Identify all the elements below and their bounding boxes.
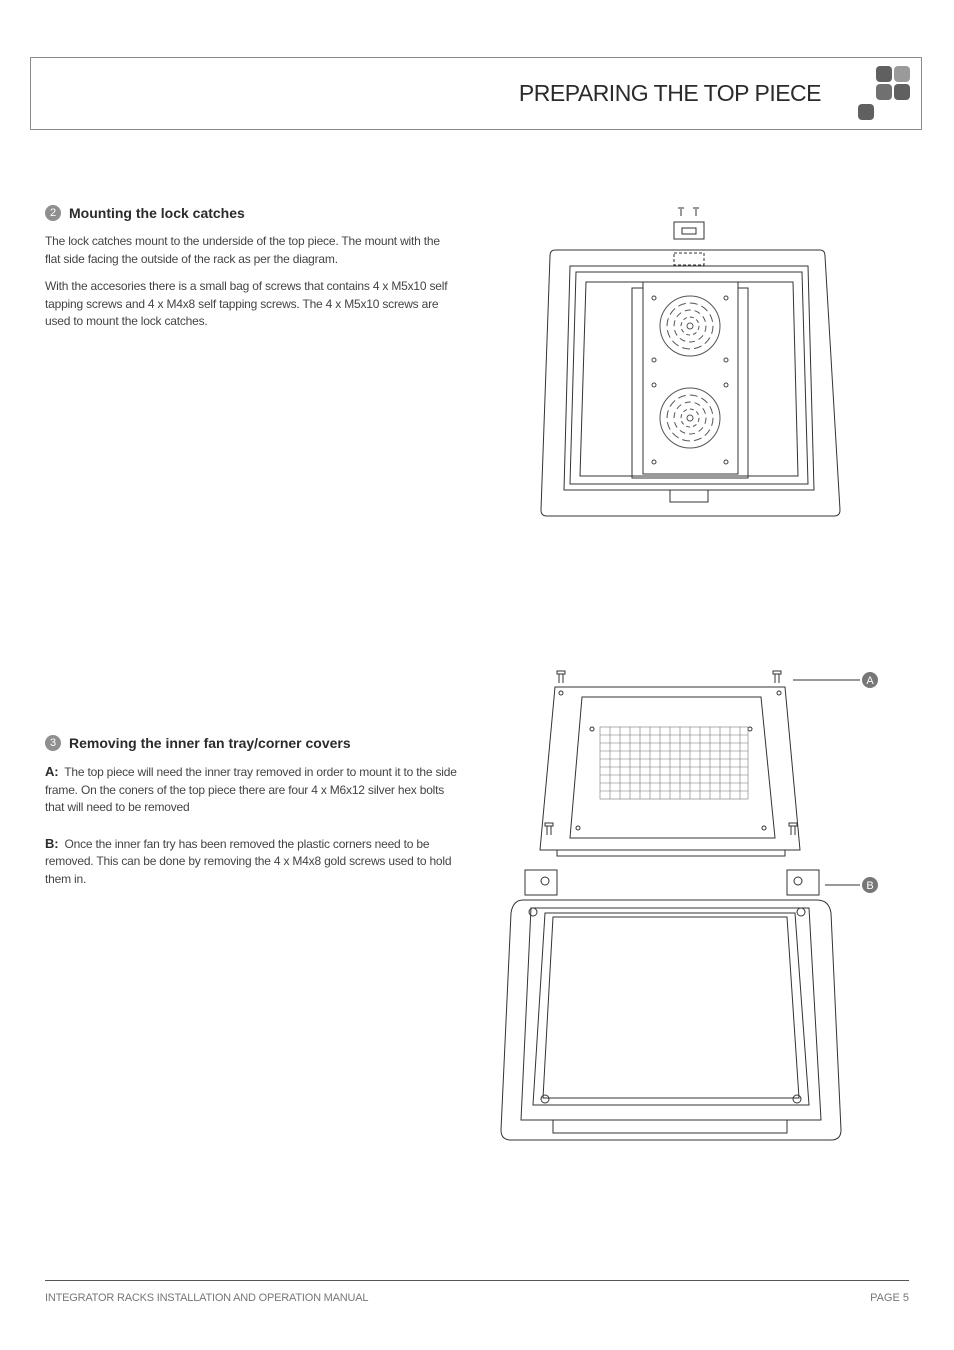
item-label: A: xyxy=(45,764,59,779)
page-header: PREPARING THE TOP PIECE xyxy=(30,57,922,130)
section-mounting-lock-catches: 2 Mounting the lock catches The lock cat… xyxy=(45,205,457,341)
paragraph: With the accesories there is a small bag… xyxy=(45,279,448,328)
section-removing-fan-tray: 3 Removing the inner fan tray/corner cov… xyxy=(45,735,457,898)
step-number-badge: 2 xyxy=(45,205,61,221)
footer-page-number: PAGE 5 xyxy=(870,1292,909,1304)
logo-square xyxy=(876,66,892,82)
footer-divider xyxy=(45,1280,909,1281)
logo-square xyxy=(894,66,910,82)
logo-square xyxy=(894,84,910,100)
section-title: Removing the inner fan tray/corner cover… xyxy=(69,735,351,751)
callout-a-badge xyxy=(862,672,878,688)
callout-b-label: B xyxy=(866,880,873,892)
footer-manual-title: INTEGRATOR RACKS INSTALLATION AND OPERAT… xyxy=(45,1292,369,1304)
logo-square xyxy=(876,84,892,100)
callout-a-label: A xyxy=(866,675,874,687)
page-title: PREPARING THE TOP PIECE xyxy=(518,80,822,106)
screw-icon xyxy=(544,670,798,835)
vent-grid-icon xyxy=(599,726,749,800)
logo-square xyxy=(858,104,874,120)
item-text: The top piece will need the inner tray r… xyxy=(45,765,457,814)
paragraph-item-b: B: Once the inner fan try has been remov… xyxy=(45,835,457,889)
callout-b-badge xyxy=(862,877,878,893)
item-label: B: xyxy=(45,835,59,851)
section-heading: 3 Removing the inner fan tray/corner cov… xyxy=(45,735,457,751)
item-text: Once the inner fan try has been removed … xyxy=(45,836,452,886)
paragraph: The lock catches mount to the underside … xyxy=(45,234,440,266)
fan-tray-removal-diagram: A B xyxy=(500,670,878,1141)
section-title: Mounting the lock catches xyxy=(69,205,245,221)
lock-catch-diagram xyxy=(540,207,841,517)
section-heading: 2 Mounting the lock catches xyxy=(45,205,457,221)
corner-cover-icon xyxy=(524,869,558,896)
fan-grille-icon xyxy=(659,387,721,449)
fan-grille-icon xyxy=(659,295,721,357)
paragraph-item-a: A: The top piece will need the inner tra… xyxy=(45,763,457,817)
screw-icon xyxy=(678,207,699,216)
lock-catch-icon xyxy=(673,221,705,240)
brand-logo-icon xyxy=(856,66,916,122)
corner-cover-icon xyxy=(786,869,820,896)
step-number-badge: 3 xyxy=(45,735,61,751)
